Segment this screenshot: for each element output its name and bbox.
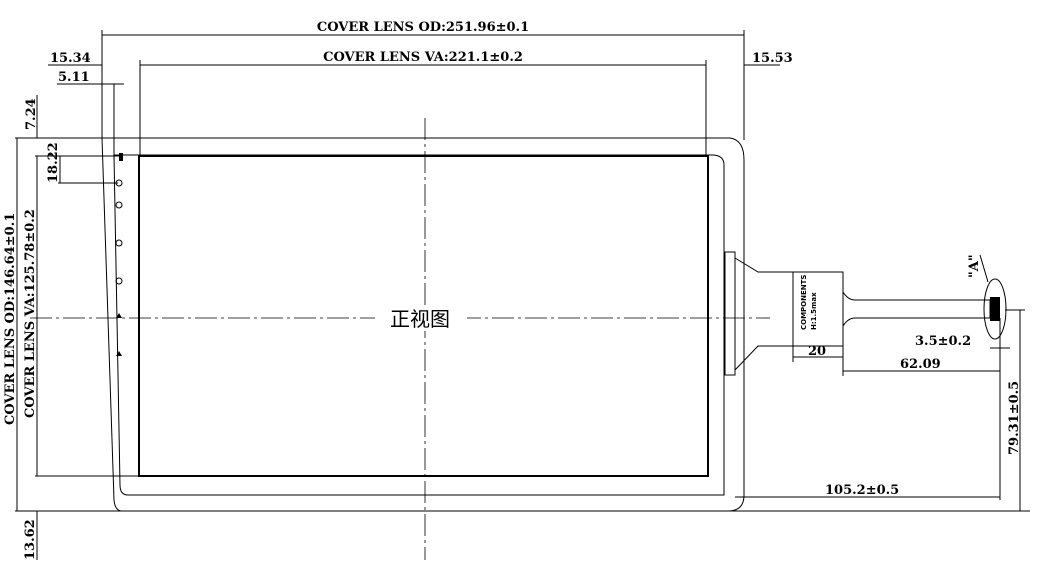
- svg-text:H:1.5max: H:1.5max: [810, 292, 818, 330]
- dim-fpc-height: 79.31±0.5: [1007, 381, 1022, 455]
- dim-fpc-from-edge: 105.2±0.5: [825, 483, 899, 498]
- dim-bottom-offset: 13.62: [23, 519, 38, 560]
- dim-od-height: COVER LENS OD:146.64±0.1: [3, 213, 18, 425]
- dim-right-margin: 15.53: [752, 51, 793, 66]
- dim-va-height: COVER LENS VA:125.78±0.2: [23, 209, 38, 418]
- detail-label: "A": [967, 254, 982, 278]
- dim-fpc-stiffener: 20: [808, 344, 826, 359]
- dim-va-width: COVER LENS VA:221.1±0.2: [323, 50, 523, 65]
- side-icons: [115, 153, 123, 356]
- dimension-lines: [15, 30, 1030, 560]
- svg-text:COMPONENTS: COMPONENTS: [800, 275, 808, 330]
- dim-icon-offset: 5.11: [58, 70, 90, 85]
- dim-fpc-length: 62.09: [900, 357, 941, 372]
- fpc: COMPONENTS H:1.5max "A": [724, 251, 1007, 376]
- dim-left-margin: 15.34: [50, 51, 91, 66]
- dim-fpc-tail-width: 3.5±0.2: [915, 334, 971, 349]
- dim-icon-pitch: 18.22: [46, 142, 61, 183]
- dim-od-width: COVER LENS OD:251.96±0.1: [317, 20, 529, 35]
- dim-top-offset: 7.24: [24, 98, 39, 130]
- view-title: 正视图: [390, 307, 450, 331]
